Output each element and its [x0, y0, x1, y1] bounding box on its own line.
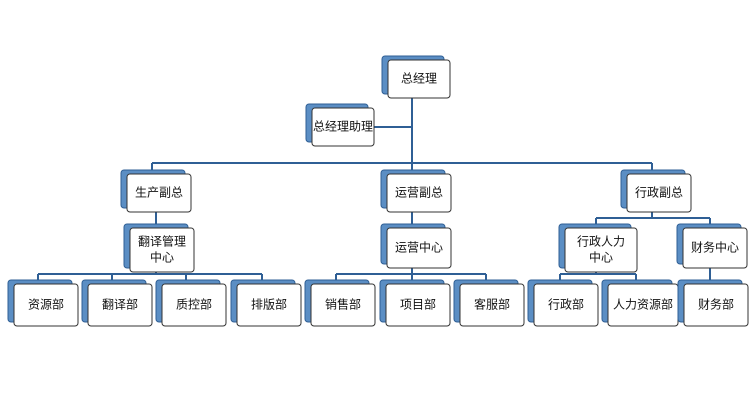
node-operations-center[interactable]: 运营中心: [380, 223, 452, 269]
node-dept-translation-label: 翻译部: [102, 297, 138, 312]
node-dept-hr-label: 人力资源部: [613, 297, 673, 312]
node-dept-qc-label: 质控部: [176, 297, 212, 312]
node-dept-qc[interactable]: 质控部: [155, 279, 227, 327]
node-translation-center-line2: 中心: [150, 250, 174, 265]
node-box: [87, 283, 153, 327]
node-box: [533, 283, 599, 327]
node-dept-translation[interactable]: 翻译部: [81, 279, 153, 327]
node-translation-center[interactable]: 翻译管理 中心: [123, 223, 195, 273]
node-vp-admin-label: 行政副总: [635, 186, 683, 200]
node-assistant[interactable]: 总经理助理: [305, 103, 375, 147]
node-box: [564, 227, 638, 273]
node-translation-center-line1: 翻译管理: [138, 234, 186, 249]
node-box: [161, 283, 227, 327]
node-admin-hr-center[interactable]: 行政人力 中心: [558, 223, 638, 273]
node-dept-service[interactable]: 客服部: [453, 279, 525, 327]
node-operations-center-label: 运营中心: [395, 240, 443, 255]
node-box: [682, 227, 748, 269]
node-dept-admin[interactable]: 行政部: [527, 279, 599, 327]
node-box: [387, 59, 451, 99]
node-box: [626, 173, 692, 213]
node-vp-production-label: 生产副总: [135, 186, 183, 200]
node-dept-layout[interactable]: 排版部: [230, 279, 302, 327]
node-dept-projects[interactable]: 项目部: [379, 279, 451, 327]
node-finance-center[interactable]: 财务中心: [676, 223, 748, 269]
node-assistant-label: 总经理助理: [313, 120, 373, 134]
node-dept-service-label: 客服部: [474, 297, 510, 312]
node-dept-layout-label: 排版部: [251, 297, 287, 312]
node-finance-center-label: 财务中心: [691, 240, 739, 255]
node-admin-hr-center-line1: 行政人力: [577, 235, 625, 249]
node-dept-resources-label: 资源部: [28, 297, 64, 312]
node-vp-production[interactable]: 生产副总: [120, 169, 192, 213]
node-box: [13, 283, 79, 327]
node-dept-finance-label: 财务部: [698, 297, 734, 312]
node-box: [386, 173, 452, 213]
node-vp-admin[interactable]: 行政副总: [620, 169, 692, 213]
node-vp-operations-label: 运营副总: [395, 186, 443, 200]
node-box: [126, 173, 192, 213]
node-box: [683, 283, 749, 327]
node-ceo-label: 总经理: [401, 72, 437, 86]
node-dept-projects-label: 项目部: [400, 297, 436, 312]
node-box: [311, 107, 375, 147]
node-dept-sales[interactable]: 销售部: [304, 279, 376, 327]
node-box: [385, 283, 451, 327]
node-dept-finance[interactable]: 财务部: [677, 279, 749, 327]
node-vp-operations[interactable]: 运营副总: [380, 169, 452, 213]
node-admin-hr-center-line2: 中心: [589, 250, 613, 265]
node-box: [386, 227, 452, 269]
node-dept-hr[interactable]: 人力资源部: [601, 279, 679, 327]
node-ceo[interactable]: 总经理: [381, 55, 451, 99]
node-box: [129, 227, 195, 273]
node-dept-admin-label: 行政部: [548, 297, 584, 312]
node-dept-resources[interactable]: 资源部: [7, 279, 79, 327]
node-dept-sales-label: 销售部: [325, 297, 361, 312]
node-box: [310, 283, 376, 327]
node-box: [236, 283, 302, 327]
node-box: [459, 283, 525, 327]
